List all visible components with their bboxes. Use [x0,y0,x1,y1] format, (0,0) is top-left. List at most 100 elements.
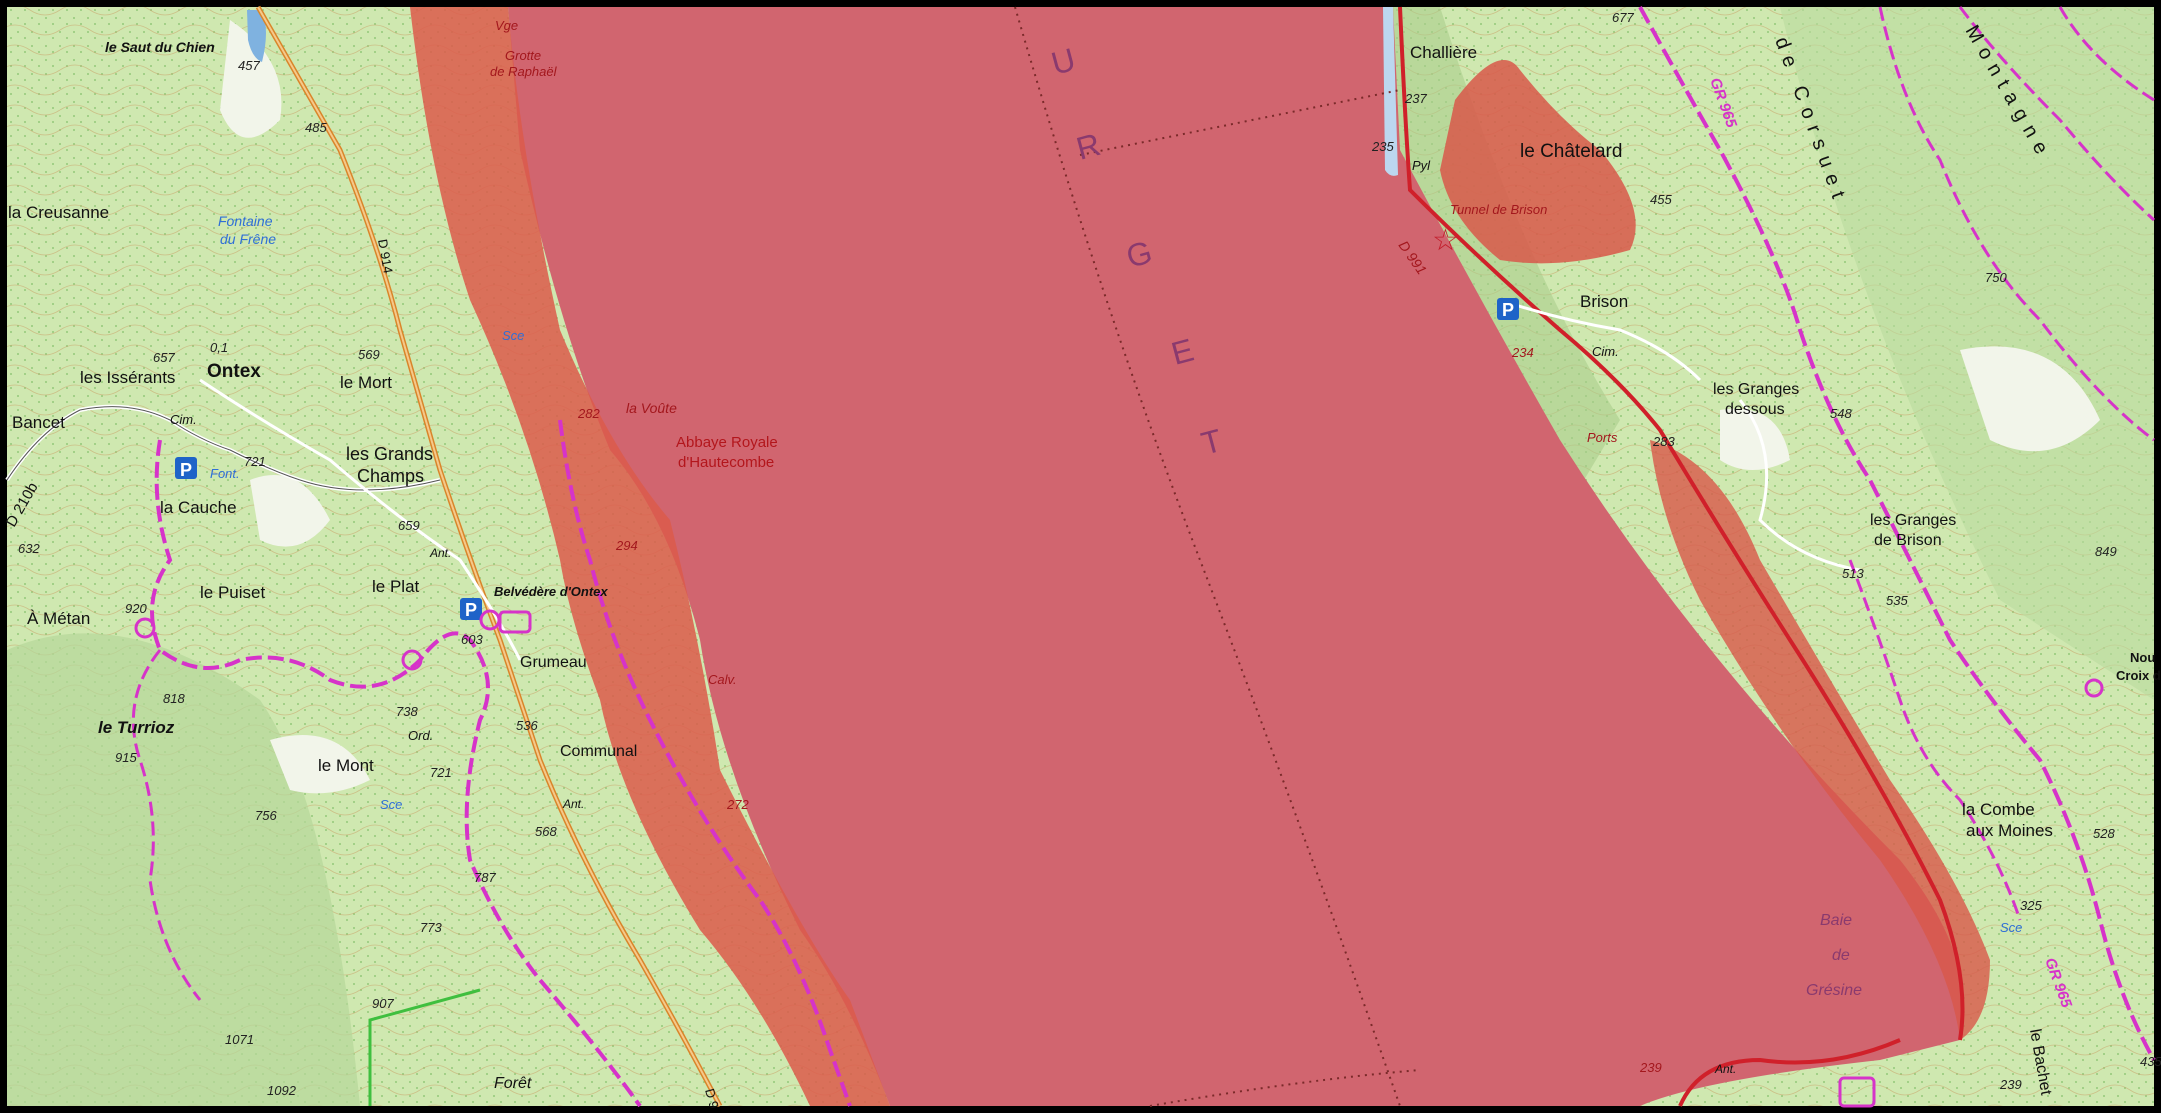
place-label: la Voûte [626,400,677,416]
place-label: Bancet [12,413,65,432]
hiking-trail[interactable] [150,439,642,1108]
map-symbol-label: Ord. [408,728,433,743]
place-label: Challière [1410,43,1477,62]
place-label: aux Moines [1966,821,2053,840]
altitude-label: 750 [1985,270,2007,285]
map-symbol-label: Vge [495,18,518,33]
commune-boundary [1014,6,1401,1107]
place-label: le Mort [340,373,392,392]
map-symbol-label: Ant. [429,546,451,560]
parking-icon[interactable]: P [175,457,197,480]
altitude-label: 457 [238,58,260,73]
altitude-label: 528 [2093,826,2115,841]
bay-label: Grésine [1806,982,1862,999]
sailing-icon[interactable] [1838,1076,1876,1108]
altitude-label: 325 [2020,898,2042,913]
place-label: la Combe [1962,800,2035,819]
gr965-trail[interactable] [1638,6,2156,1061]
viewpoint-icon[interactable] [2084,678,2104,698]
altitude-label: 569 [358,347,380,362]
cave-label: de Raphaël [490,64,558,79]
altitude-label: 849 [2095,544,2117,559]
altitude-label: 235 [1371,139,1394,154]
altitude-label: 513 [1842,566,1864,581]
altitude-label: 787 [474,870,496,885]
altitude-label: 535 [1886,593,1908,608]
place-label: les Grands [346,444,433,464]
map-symbol-label: Cim. [170,412,197,427]
clearing [1960,346,2100,452]
road-label: D 9 [702,1087,722,1110]
spring-label: du Frêne [220,231,276,247]
hiking-trail[interactable] [1878,6,2155,442]
road-d991[interactable] [1398,6,1965,1041]
altitude-label: 294 [615,538,638,553]
place-label: le Châtelard [1520,141,1622,162]
clearing [1720,408,1790,470]
map-symbol-label: Sce [502,328,524,343]
road-d914-center [257,6,721,1107]
place-label: Nou [2130,650,2155,665]
map-symbol-label: Cim. [1592,344,1619,359]
place-label: Ports [1587,430,1618,445]
altitude-label: 272 [726,797,749,812]
altitude-label: 239 [1999,1077,2022,1092]
altitude-label: 920 [125,601,147,616]
svg-text:P: P [1502,300,1514,320]
star-icon[interactable]: ☆ [1432,223,1459,258]
pond [247,10,266,62]
map-symbol-label: Calv. [708,672,737,687]
altitude-label: 568 [535,824,557,839]
place-label: la Cauche [160,498,237,517]
east-shore-cliff-zone [1650,440,1990,1040]
place-label: dessous [1725,401,1785,418]
road-d991-south[interactable] [1678,1038,1901,1107]
local-road[interactable] [199,378,522,661]
altitude-label: 603 [461,632,483,647]
abbey-label: d'Hautecombe [678,454,774,471]
parking-icon[interactable]: P [460,598,482,620]
road-label: D 914 [375,238,396,275]
altitude-label: 435 [2140,1054,2161,1069]
hiking-trail[interactable] [2058,6,2155,102]
cave-label: Grotte [505,48,541,63]
local-road[interactable] [1738,399,1861,572]
hiking-trail[interactable] [1958,6,2156,222]
place-label: Forêt [494,1075,532,1092]
map-symbol-label: Font. [210,466,240,481]
place-label: Grumeau [520,654,587,671]
local-road[interactable] [1499,298,1702,382]
parking-icon[interactable]: P [1497,298,1519,320]
forest-boundary [368,988,481,1106]
clearing [270,735,370,794]
place-label: Communal [560,743,637,760]
altitude-label: 721 [244,454,266,469]
altitude-label: 536 [516,718,538,733]
place-label: le Mont [318,756,374,775]
altitude-label: 282 [577,406,600,421]
altitude-label: 283 [1652,434,1675,449]
tunnel-label: Tunnel de Brison [1450,202,1547,217]
altitude-label: 632 [18,541,40,556]
relief-shading-west [7,633,360,1106]
place-label: À Métan [27,609,90,628]
map-symbol-label: Pyl [1412,158,1431,173]
picnic-icon[interactable] [498,610,532,634]
altitude-label: 0,1 [210,340,228,355]
hiking-trail[interactable] [131,649,202,1001]
viewpoint-icon[interactable] [401,649,423,671]
place-label: Croix de [2116,668,2161,683]
map-symbol-label: Ant. [562,797,584,811]
viewpoint-icon[interactable] [134,617,156,639]
place-label: de Brison [1874,532,1942,549]
hiking-trail[interactable] [558,419,852,1107]
place-label: la Creusanne [8,203,109,222]
altitude-label: 738 [396,704,418,719]
altitude-label: 756 [255,808,277,823]
altitude-label: 677 [1612,10,1634,25]
hiking-trail[interactable] [1848,559,2022,921]
svg-text:P: P [180,460,192,480]
altitude-label: 234 [1511,345,1534,360]
